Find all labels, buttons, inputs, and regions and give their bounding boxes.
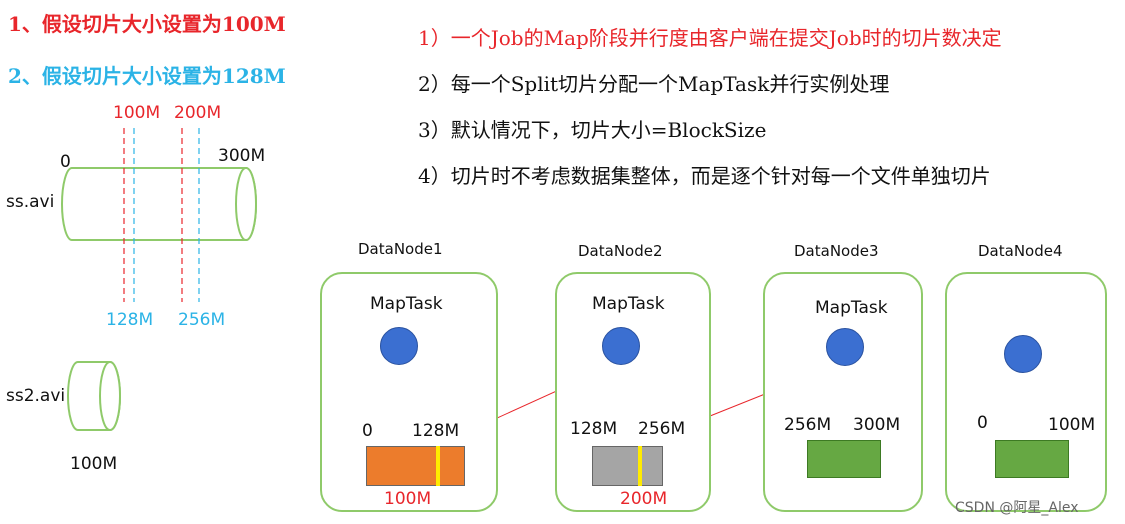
rule-1: 1）一个Job的Map阶段并行度由客户端在提交Job时的切片数决定: [418, 26, 1002, 50]
datanode2-title: DataNode2: [578, 242, 663, 260]
datanode2-split-line: [638, 446, 642, 486]
ss-avi-end-label: 300M: [218, 146, 266, 166]
mark-256m-label: 256M: [178, 310, 226, 330]
ss-avi-start-label: 0: [60, 152, 71, 172]
rule-4: 4）切片时不考虑数据集整体，而是逐个针对每一个文件单独切片: [418, 164, 991, 188]
datanode2-maptask-circle: [602, 327, 640, 365]
datanode4-title: DataNode4: [978, 242, 1063, 260]
datanode2-block-part2: [642, 446, 663, 486]
watermark: CSDN @阿星_Alex: [955, 500, 1079, 516]
datanode1-title: DataNode1: [358, 240, 443, 258]
case-100m-title: 1、假设切片大小设置为100M: [8, 12, 286, 36]
datanode1-split-label: 100M: [384, 489, 432, 509]
datanode4-maptask-circle: [1004, 335, 1042, 373]
mark-100m-label: 100M: [113, 103, 161, 123]
mark-200m-label: 200M: [174, 103, 222, 123]
datanode4-block: [995, 440, 1069, 478]
ss2-avi-size-label: 100M: [70, 454, 118, 474]
datanode2-block-part1: [592, 446, 640, 486]
datanode3-right-label: 300M: [853, 415, 901, 435]
rule-3: 3）默认情况下，切片大小=BlockSize: [418, 118, 767, 142]
datanode1-split-line: [436, 446, 440, 486]
datanode3-maptask-circle: [826, 328, 864, 366]
ss-avi-cylinder: [61, 167, 257, 241]
datanode3-left-label: 256M: [784, 415, 832, 435]
ss2-avi-cylinder-end: [99, 361, 121, 431]
datanode2-right-label: 256M: [638, 419, 686, 439]
datanode4-left-label: 0: [977, 413, 988, 433]
datanode4-right-label: 100M: [1048, 415, 1096, 435]
datanode2-left-label: 128M: [570, 419, 618, 439]
ss2-avi-name: ss2.avi: [6, 386, 66, 406]
datanode1-maptask-label: MapTask: [370, 294, 443, 314]
mark-128m-label: 128M: [106, 310, 154, 330]
datanode3-maptask-label: MapTask: [815, 298, 888, 318]
ss-avi-cylinder-end: [235, 167, 257, 241]
datanode1-maptask-circle: [380, 327, 418, 365]
datanode1-block-part1: [366, 446, 438, 486]
rule-2: 2）每一个Split切片分配一个MapTask并行实例处理: [418, 72, 890, 96]
case-128m-title: 2、假设切片大小设置为128M: [8, 64, 286, 88]
datanode1-left-label: 0: [362, 421, 373, 441]
datanode3-title: DataNode3: [794, 242, 879, 260]
datanode1-block-part2: [440, 446, 465, 486]
datanode3-block: [807, 440, 881, 478]
ss-avi-name: ss.avi: [6, 192, 55, 212]
datanode2-maptask-label: MapTask: [592, 294, 665, 314]
datanode1-right-label: 128M: [412, 421, 460, 441]
datanode2-split-label: 200M: [620, 489, 668, 509]
